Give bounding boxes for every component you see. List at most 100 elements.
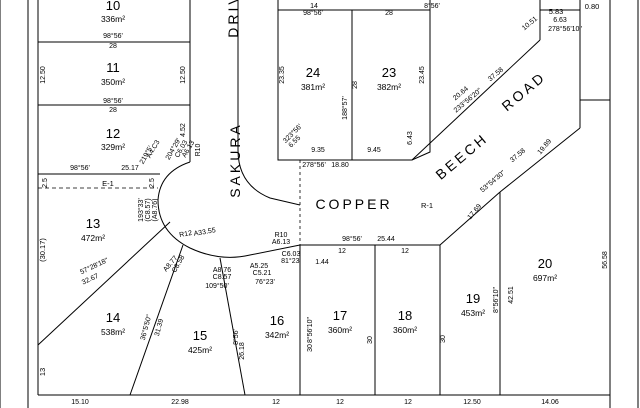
lot-11-number: 11 — [106, 60, 120, 75]
lot-24-area: 381m² — [301, 82, 325, 92]
dimension-label: 2.5 — [42, 178, 49, 188]
lot-15-area: 425m² — [188, 345, 212, 355]
beech-south-edge — [499, 127, 581, 193]
dimension-label: 36°5'50" — [139, 313, 154, 341]
side-dim-13: 13 — [38, 368, 47, 376]
dimension-label: 15.10 — [71, 399, 89, 406]
dimension-label: 4.52 — [180, 123, 187, 137]
dimension-label: 25.17 — [121, 165, 139, 172]
lot-23-number: 23 — [382, 65, 396, 80]
dimension-label: 30 — [440, 335, 447, 343]
top-dim-5-83: 5.83 — [549, 7, 564, 16]
dimension-label: 25.44 — [377, 236, 395, 243]
boundary-13-14 — [37, 221, 171, 346]
dimension-label: 278°56'10" — [548, 25, 582, 33]
lot-20-area: 697m² — [533, 273, 557, 283]
lot-14-area: 538m² — [101, 327, 125, 337]
dimension-label: 31.39 — [154, 318, 165, 337]
dimension-label: 23.45 — [419, 66, 426, 84]
boundary-15-16 — [219, 257, 246, 396]
dimension-label: 37.58 — [509, 147, 527, 164]
dimension-label: 109°50' — [205, 282, 229, 290]
dimension-label: A5.25 — [250, 263, 268, 270]
road-name-beech: BEECH — [432, 130, 491, 183]
dimension-label: 278°56' — [302, 161, 326, 169]
dimension-label: 1.44 — [315, 259, 329, 266]
lot-11-area: 350m² — [101, 77, 125, 87]
dimension-label: R10 — [195, 143, 202, 156]
dimension-label: 12 — [401, 248, 409, 255]
lot-17-number: 17 — [333, 308, 347, 323]
dimension-label: 193°33' — [137, 198, 145, 222]
dimension-label: 76°23' — [255, 278, 275, 286]
dimension-label: 81°23' — [281, 257, 301, 265]
reserve-r1: R-1 — [421, 201, 433, 210]
dimension-label: 28 — [385, 10, 393, 17]
dimension-label: (A8.76) — [152, 199, 159, 222]
lot-14-number: 14 — [106, 310, 120, 325]
lot-20-number: 20 — [538, 256, 552, 271]
dimension-label: 6.43 — [407, 131, 414, 145]
culdesac-boundary — [157, 161, 301, 258]
dimension-label: 28 — [352, 81, 359, 89]
dimension-label: 98°56' — [103, 97, 123, 105]
dimension-label: C6.03 — [282, 251, 301, 258]
lot-13-area: 472m² — [81, 233, 105, 243]
lot-16-area: 342m² — [265, 330, 289, 340]
dimension-label: 10.51 — [521, 15, 539, 32]
easement-e1-label: E-1 — [102, 179, 114, 188]
dimension-label: 12.50 — [40, 66, 47, 84]
dimension-label: (C8.57) — [145, 198, 152, 221]
lot-19-number: 19 — [466, 291, 480, 306]
top-dim-0-80: 0.80 — [585, 2, 600, 11]
dimension-label: C8.57 — [213, 274, 232, 281]
lot-23-area: 382m² — [377, 82, 401, 92]
road-name-copper: COPPER — [315, 196, 392, 212]
sakura-east-boundary — [237, 0, 301, 206]
dimension-label: 8°56'10" — [306, 316, 314, 343]
dimension-label: 2.5 — [149, 178, 156, 188]
road-name-driv: DRIV — [225, 0, 241, 38]
dimension-label: 14.06 — [541, 399, 559, 406]
dimension-label: 23.35 — [279, 66, 286, 84]
dimension-label: 8°56' — [424, 2, 440, 10]
dimension-label: 188°57' — [341, 96, 349, 120]
dimension-label: 17.69 — [467, 203, 484, 221]
dimension-label: R10 — [275, 232, 288, 239]
boundary-14-15 — [129, 244, 184, 396]
lot-16-number: 16 — [270, 313, 284, 328]
dimension-label: 28 — [109, 107, 117, 114]
dimension-label: 98°56' — [70, 164, 90, 172]
dimension-label: 12 — [404, 399, 412, 406]
dimension-label: 56.58 — [602, 251, 609, 269]
dimension-label: 98°56' — [103, 32, 123, 40]
dimension-label: 12 — [272, 399, 280, 406]
dimension-label: 12.50 — [180, 66, 187, 84]
lot-17-area: 360m² — [328, 325, 352, 335]
dimension-label: 18.80 — [331, 162, 349, 169]
dimension-label: A6.13 — [272, 239, 290, 246]
dimension-label: 42.51 — [508, 286, 515, 304]
side-dim-30-17: (30.17) — [38, 238, 47, 262]
dimension-label: A8.76 — [213, 267, 231, 274]
dimension-label: 9.45 — [367, 147, 381, 154]
dimension-label: 14 — [310, 3, 318, 10]
lot-12-number: 12 — [106, 126, 120, 141]
dimension-label: C5.21 — [253, 270, 272, 277]
lot-10-area: 336m² — [101, 14, 125, 24]
boundary-19-road — [439, 191, 501, 246]
lot-24-number: 24 — [306, 65, 320, 80]
road-name-sakura: SAKURA — [227, 122, 243, 198]
dimension-label: 6.63 — [553, 17, 567, 24]
dimension-label: 19.89 — [537, 138, 554, 156]
dimension-label: 30 — [307, 344, 314, 352]
dimension-label: 12.50 — [463, 399, 481, 406]
dimension-label: 30 — [367, 336, 374, 344]
lot-12-area: 329m² — [101, 142, 125, 152]
dimension-label: R12 — [179, 230, 193, 239]
lot-18-area: 360m² — [393, 325, 417, 335]
beech-north-edge — [411, 39, 541, 161]
lot-10-number: 10 — [106, 0, 120, 13]
dimension-label: 9.35 — [311, 147, 325, 154]
